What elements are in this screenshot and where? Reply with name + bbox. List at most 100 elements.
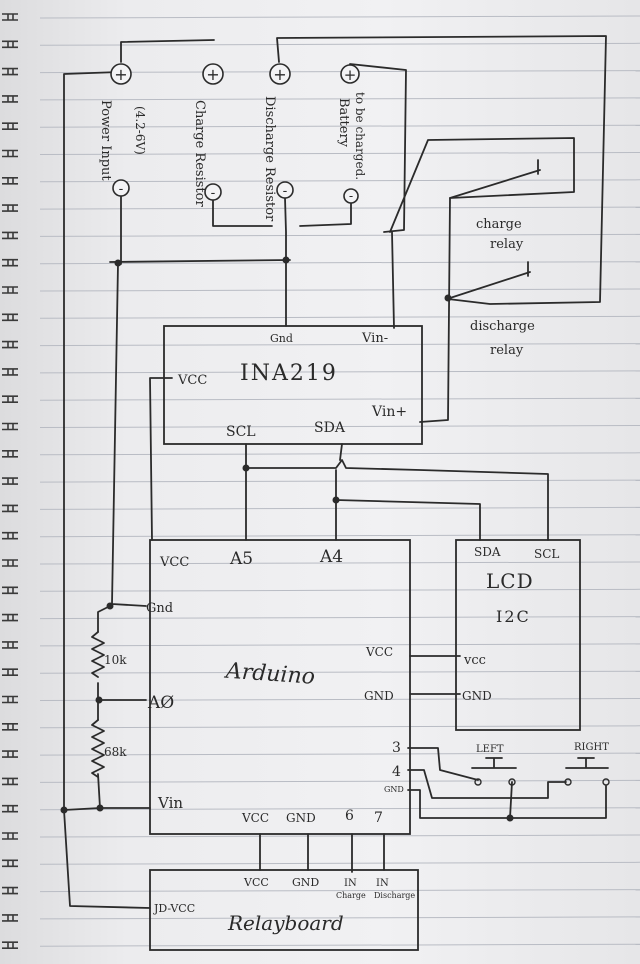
binding-mark bbox=[2, 422, 18, 431]
arduino-pin4-label: 4 bbox=[392, 764, 401, 780]
button-right-label: RIGHT bbox=[574, 742, 609, 753]
resistor-68k-label: 68k bbox=[104, 745, 127, 759]
binding-mark bbox=[2, 750, 18, 758]
ruled-line bbox=[39, 70, 640, 74]
ina219-sda-label: SDA bbox=[314, 420, 346, 436]
arduino-pin7-label: 7 bbox=[374, 810, 383, 826]
charge-relay-label: charge bbox=[476, 217, 522, 232]
wire-outer-left bbox=[63, 71, 151, 909]
relayboard-box bbox=[149, 869, 419, 951]
binding-mark bbox=[2, 886, 18, 895]
junction-dot bbox=[60, 806, 68, 814]
ruled-line bbox=[39, 343, 640, 347]
arduino-vcc-top-label: VCC bbox=[159, 555, 189, 570]
relayboard-in-discharge-sub: Discharge bbox=[374, 891, 415, 900]
discharge-res-minus-sign: - bbox=[283, 184, 288, 199]
charge-res-plus-terminal bbox=[202, 63, 224, 85]
binding-mark bbox=[2, 668, 18, 676]
ruled-line bbox=[39, 725, 640, 729]
junction-dot bbox=[332, 496, 340, 504]
ina219-vinplus-label: Vin+ bbox=[371, 404, 407, 420]
relayboard-vcc-label: VCC bbox=[243, 876, 269, 889]
binding-mark bbox=[2, 914, 18, 922]
power-plus-terminal bbox=[110, 63, 132, 85]
discharge-res-plus-sign: + bbox=[273, 65, 286, 84]
button-contact bbox=[474, 778, 482, 786]
binding-mark bbox=[2, 450, 18, 458]
button-left-label: LEFT bbox=[476, 744, 504, 755]
binding-mark bbox=[2, 149, 18, 158]
junction-dot bbox=[114, 259, 122, 267]
binding-mark bbox=[2, 286, 18, 294]
wire-battery-minus bbox=[299, 197, 352, 227]
arduino-a5-label: A5 bbox=[229, 549, 253, 569]
ruled-line bbox=[39, 124, 640, 128]
arduino-title: Arduino bbox=[223, 659, 316, 690]
ina219-gnd-label: Gnd bbox=[270, 332, 293, 345]
ruled-line bbox=[39, 779, 640, 783]
junction-dot bbox=[282, 256, 290, 264]
arduino-gnd-left-label: Gnd bbox=[146, 601, 173, 616]
power-minus-terminal bbox=[112, 179, 130, 197]
ruled-line bbox=[39, 834, 640, 838]
arduino-box bbox=[149, 539, 411, 835]
arduino-gnd-bottom-label: GND bbox=[286, 811, 316, 825]
charge-relay-label-2: relay bbox=[490, 237, 524, 252]
wire-gnd-buttons bbox=[407, 781, 607, 819]
relay-discharge-switch bbox=[449, 271, 531, 299]
ruled-line bbox=[39, 206, 640, 210]
ina219-vcc-label: VCC bbox=[177, 373, 207, 388]
binding-mark bbox=[2, 204, 18, 212]
binding-mark bbox=[2, 504, 18, 513]
ruled-line bbox=[39, 288, 640, 292]
binding-mark bbox=[2, 613, 18, 622]
ina219-scl-label: SCL bbox=[226, 424, 256, 440]
lcd-scl-label: SCL bbox=[534, 547, 559, 561]
battery-minus-terminal bbox=[343, 188, 359, 204]
binding-mark bbox=[2, 95, 18, 103]
wire-relay-loop bbox=[389, 137, 575, 423]
ruled-line bbox=[39, 807, 640, 811]
arduino-vcc-right-label: VCC bbox=[365, 645, 393, 659]
wire-ground-down bbox=[111, 263, 147, 607]
charge-res-minus-sign: - bbox=[211, 186, 216, 201]
relayboard-jdvcc-label: JD-VCC bbox=[153, 902, 195, 915]
wire-divider-top bbox=[97, 605, 111, 633]
wire-pin3 bbox=[407, 747, 479, 781]
junction-dot bbox=[242, 464, 250, 472]
ruled-line bbox=[39, 397, 640, 401]
wire-divider-mid bbox=[97, 682, 147, 721]
ruled-line bbox=[39, 889, 640, 893]
power-minus-sign: - bbox=[119, 182, 124, 197]
button-left-plunger bbox=[471, 757, 517, 769]
relay-charge-switch bbox=[449, 169, 541, 199]
ruled-line bbox=[39, 261, 640, 265]
power-plus-sign: + bbox=[114, 65, 127, 84]
binding-mark bbox=[2, 531, 18, 540]
ruled-line bbox=[39, 643, 640, 647]
charge-res-minus-terminal bbox=[204, 183, 222, 201]
binding-mark bbox=[2, 395, 18, 403]
binding-mark bbox=[2, 804, 18, 813]
battery-plus-sign: + bbox=[344, 66, 357, 84]
binding-mark bbox=[2, 859, 18, 868]
lcd-box bbox=[455, 539, 581, 731]
binding-mark bbox=[2, 477, 18, 485]
relayboard-in-charge-sub: Charge bbox=[336, 891, 366, 900]
button-contact bbox=[564, 778, 572, 786]
ina219-box bbox=[163, 325, 423, 445]
arduino-gnd-right-label: GND bbox=[364, 689, 394, 703]
ruled-line bbox=[39, 916, 640, 920]
ruled-line bbox=[39, 943, 640, 947]
charge-res-label: Charge Resistor bbox=[192, 100, 207, 207]
wire-top-right-loop bbox=[276, 35, 607, 305]
wire-charge-minus bbox=[212, 199, 273, 227]
wire-discharge-minus bbox=[284, 197, 287, 327]
relayboard-in-charge-label: IN bbox=[344, 878, 357, 889]
wire-sda bbox=[335, 443, 481, 541]
junction-dot bbox=[506, 814, 514, 822]
ruled-line bbox=[39, 42, 640, 46]
discharge-res-minus-terminal bbox=[276, 181, 294, 199]
binding-mark bbox=[2, 40, 18, 49]
ruled-line bbox=[39, 425, 640, 428]
